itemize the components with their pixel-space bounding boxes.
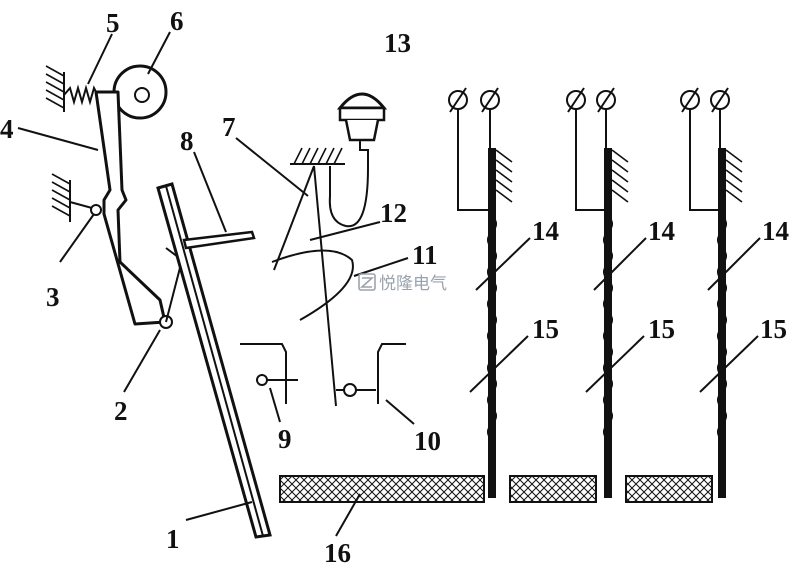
label-2: 2 [114, 396, 128, 426]
hook-11 [271, 249, 354, 321]
lamp [336, 92, 388, 142]
fixed-support-top-left [45, 65, 65, 112]
label-6: 6 [170, 6, 184, 36]
label-14a: 14 [532, 216, 559, 246]
label-8: 8 [180, 126, 194, 156]
label-10: 10 [414, 426, 441, 456]
label-13: 13 [384, 28, 411, 58]
label-4: 4 [0, 114, 14, 144]
label-1: 1 [166, 524, 180, 554]
frame-7 [273, 165, 337, 407]
cam-wheel [112, 64, 168, 120]
lever-arm [94, 90, 183, 329]
contact-assembly-2 [566, 87, 629, 498]
label-7: 7 [222, 112, 236, 142]
contact-spring-arm [328, 140, 369, 228]
bracket-9 [240, 343, 298, 404]
label-15b: 15 [648, 314, 675, 344]
label-5: 5 [106, 8, 120, 38]
label-12: 12 [380, 198, 407, 228]
contact-assembly-3 [680, 87, 743, 498]
label-14b: 14 [648, 216, 675, 246]
fixed-support-middle [290, 147, 345, 165]
spring [63, 84, 99, 106]
bracket-10 [336, 343, 406, 404]
label-15a: 15 [532, 314, 559, 344]
leader-lines [17, 31, 761, 537]
latch-bar [182, 230, 256, 250]
label-9: 9 [278, 424, 292, 454]
insulating-base [279, 475, 713, 503]
fixed-support-pivot [51, 173, 102, 222]
watermark-text: 悦隆电气 [379, 274, 447, 294]
operating-handle [156, 182, 272, 539]
label-3: 3 [46, 282, 60, 312]
label-11: 11 [412, 240, 438, 270]
watermark-logo-icon [358, 273, 376, 291]
contact-assembly-1 [448, 87, 513, 498]
label-15c: 15 [760, 314, 787, 344]
watermark: 悦隆电气 [358, 273, 447, 294]
label-14c: 14 [762, 216, 789, 246]
label-16: 16 [324, 538, 351, 568]
